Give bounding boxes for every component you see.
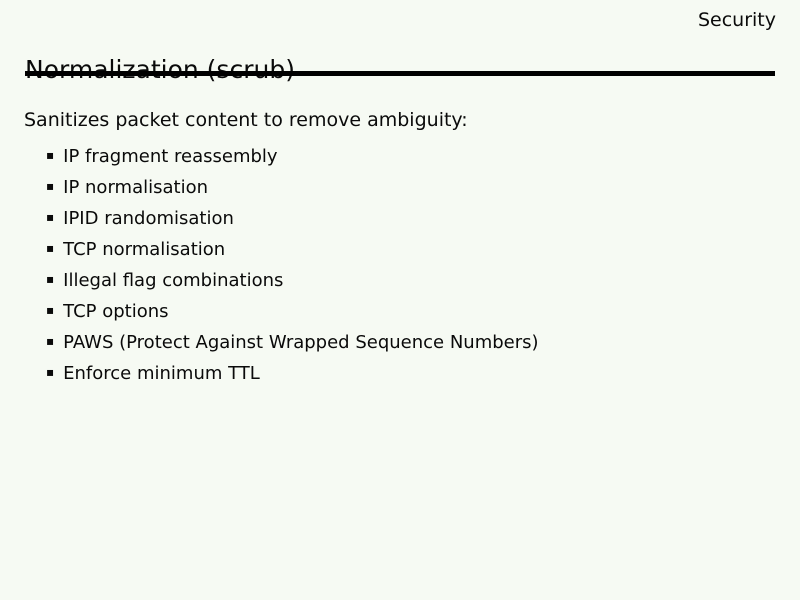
title-divider-rule xyxy=(25,71,775,76)
intro-text: Sanitizes packet content to remove ambig… xyxy=(24,109,468,131)
slide-title: Normalization (scrub) xyxy=(25,54,295,84)
list-item: ▪ IP normalisation xyxy=(46,172,539,203)
slide-context-label: Security xyxy=(697,9,776,31)
list-item: ▪ Illegal flag combinations xyxy=(46,265,539,296)
square-bullet-icon: ▪ xyxy=(46,210,55,224)
square-bullet-icon: ▪ xyxy=(46,179,55,193)
list-item: ▪ IPID randomisation xyxy=(46,203,539,234)
list-item-label: IPID randomisation xyxy=(63,208,234,229)
list-item: ▪ IP fragment reassembly xyxy=(46,141,539,172)
list-item: ▪ PAWS (Protect Against Wrapped Sequence… xyxy=(46,327,539,358)
square-bullet-icon: ▪ xyxy=(46,334,55,348)
list-item-label: IP normalisation xyxy=(63,177,208,198)
list-item-label: TCP normalisation xyxy=(63,239,226,260)
square-bullet-icon: ▪ xyxy=(46,241,55,255)
list-item: ▪ TCP options xyxy=(46,296,539,327)
list-item-label: Enforce minimum TTL xyxy=(63,363,260,384)
square-bullet-icon: ▪ xyxy=(46,303,55,317)
list-item-label: IP fragment reassembly xyxy=(63,146,278,167)
square-bullet-icon: ▪ xyxy=(46,148,55,162)
list-item: ▪ Enforce minimum TTL xyxy=(46,358,539,389)
list-item: ▪ TCP normalisation xyxy=(46,234,539,265)
list-item-label: Illegal flag combinations xyxy=(63,270,284,291)
bullet-list: ▪ IP fragment reassembly ▪ IP normalisat… xyxy=(46,141,539,389)
square-bullet-icon: ▪ xyxy=(46,272,55,286)
list-item-label: TCP options xyxy=(63,301,169,322)
list-item-label: PAWS (Protect Against Wrapped Sequence N… xyxy=(63,332,539,353)
square-bullet-icon: ▪ xyxy=(46,365,55,379)
